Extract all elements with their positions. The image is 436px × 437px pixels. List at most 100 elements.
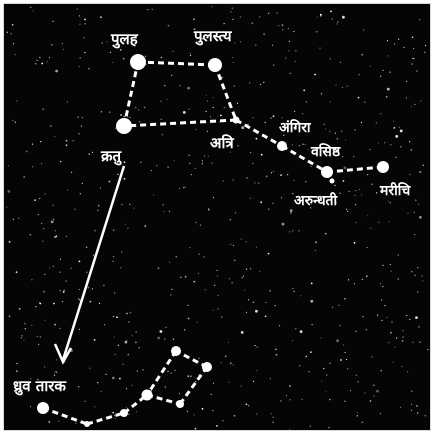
background-star: [9, 315, 11, 317]
background-star: [16, 370, 18, 372]
background-star: [396, 337, 397, 338]
background-star: [380, 76, 381, 77]
background-star: [232, 7, 234, 9]
background-star: [144, 225, 146, 227]
background-star: [92, 288, 93, 289]
background-star: [253, 381, 254, 382]
background-star: [190, 55, 191, 56]
background-star: [321, 381, 322, 382]
background-star: [217, 270, 218, 271]
background-star: [158, 267, 160, 269]
background-star: [103, 285, 104, 286]
label-kratu: क्रतु: [100, 147, 123, 166]
background-star: [359, 189, 360, 190]
background-star: [66, 144, 68, 146]
background-star: [189, 155, 190, 156]
background-star: [384, 305, 385, 306]
background-star: [132, 385, 133, 386]
background-star: [324, 124, 325, 125]
background-star: [268, 253, 270, 255]
background-star: [23, 340, 24, 341]
background-star: [63, 291, 65, 293]
saptarishi-stars: [116, 54, 389, 184]
background-star: [246, 404, 248, 406]
background-star: [217, 275, 218, 276]
background-star: [114, 336, 115, 337]
background-star: [171, 373, 172, 374]
background-star: [265, 122, 266, 123]
background-star: [342, 156, 343, 157]
background-star: [163, 204, 164, 205]
background-star: [272, 203, 273, 204]
background-star: [344, 401, 345, 402]
background-star: [339, 325, 341, 327]
background-star: [244, 289, 245, 290]
background-star: [235, 212, 236, 213]
background-star: [202, 163, 203, 164]
background-star: [213, 197, 214, 198]
saptarishi-lines: [124, 62, 383, 172]
background-star: [306, 356, 307, 357]
background-star: [79, 289, 80, 290]
background-star: [88, 287, 90, 289]
background-star: [370, 66, 371, 67]
background-star: [395, 157, 396, 158]
background-star: [118, 174, 119, 175]
background-star: [419, 216, 422, 219]
background-star: [295, 328, 297, 330]
line-pulastya-atri: [215, 65, 236, 120]
background-star: [241, 126, 244, 129]
background-star: [224, 107, 226, 109]
background-star: [214, 285, 215, 286]
background-star: [234, 42, 235, 43]
background-star: [142, 369, 143, 370]
background-star: [161, 57, 163, 59]
background-star: [411, 63, 412, 64]
background-star: [217, 308, 218, 309]
background-star: [109, 181, 111, 183]
background-star: [130, 312, 132, 314]
background-star: [362, 422, 363, 423]
background-star: [276, 354, 278, 356]
background-star: [306, 101, 307, 102]
background-star: [56, 236, 57, 237]
background-star: [24, 176, 25, 177]
background-star: [183, 187, 185, 189]
background-star: [230, 244, 231, 245]
background-star: [44, 366, 45, 367]
background-star: [355, 222, 356, 223]
line-kratu-pulah: [124, 62, 138, 126]
background-star: [350, 390, 351, 391]
background-star: [282, 29, 283, 30]
background-star: [315, 241, 317, 243]
background-star: [342, 16, 345, 19]
background-star: [413, 48, 414, 49]
background-star: [41, 63, 43, 65]
background-star: [160, 330, 163, 333]
background-star: [53, 219, 54, 220]
background-star: [222, 420, 223, 421]
background-star: [98, 205, 100, 207]
background-star: [394, 44, 395, 45]
background-star: [381, 370, 382, 371]
background-star: [230, 219, 231, 220]
background-star: [88, 68, 89, 69]
background-star: [378, 143, 379, 144]
background-star: [294, 111, 295, 112]
background-star: [357, 412, 358, 413]
background-star: [382, 286, 383, 287]
background-star: [261, 154, 263, 156]
background-star: [60, 290, 61, 291]
background-star: [16, 100, 17, 101]
background-star: [282, 24, 284, 26]
background-star: [341, 131, 342, 132]
background-star: [361, 122, 362, 123]
background-star: [97, 382, 98, 383]
background-star: [409, 319, 410, 320]
background-star: [123, 116, 124, 117]
background-star: [252, 117, 253, 118]
background-star: [109, 111, 111, 113]
background-star: [80, 57, 81, 58]
background-star: [383, 70, 384, 71]
